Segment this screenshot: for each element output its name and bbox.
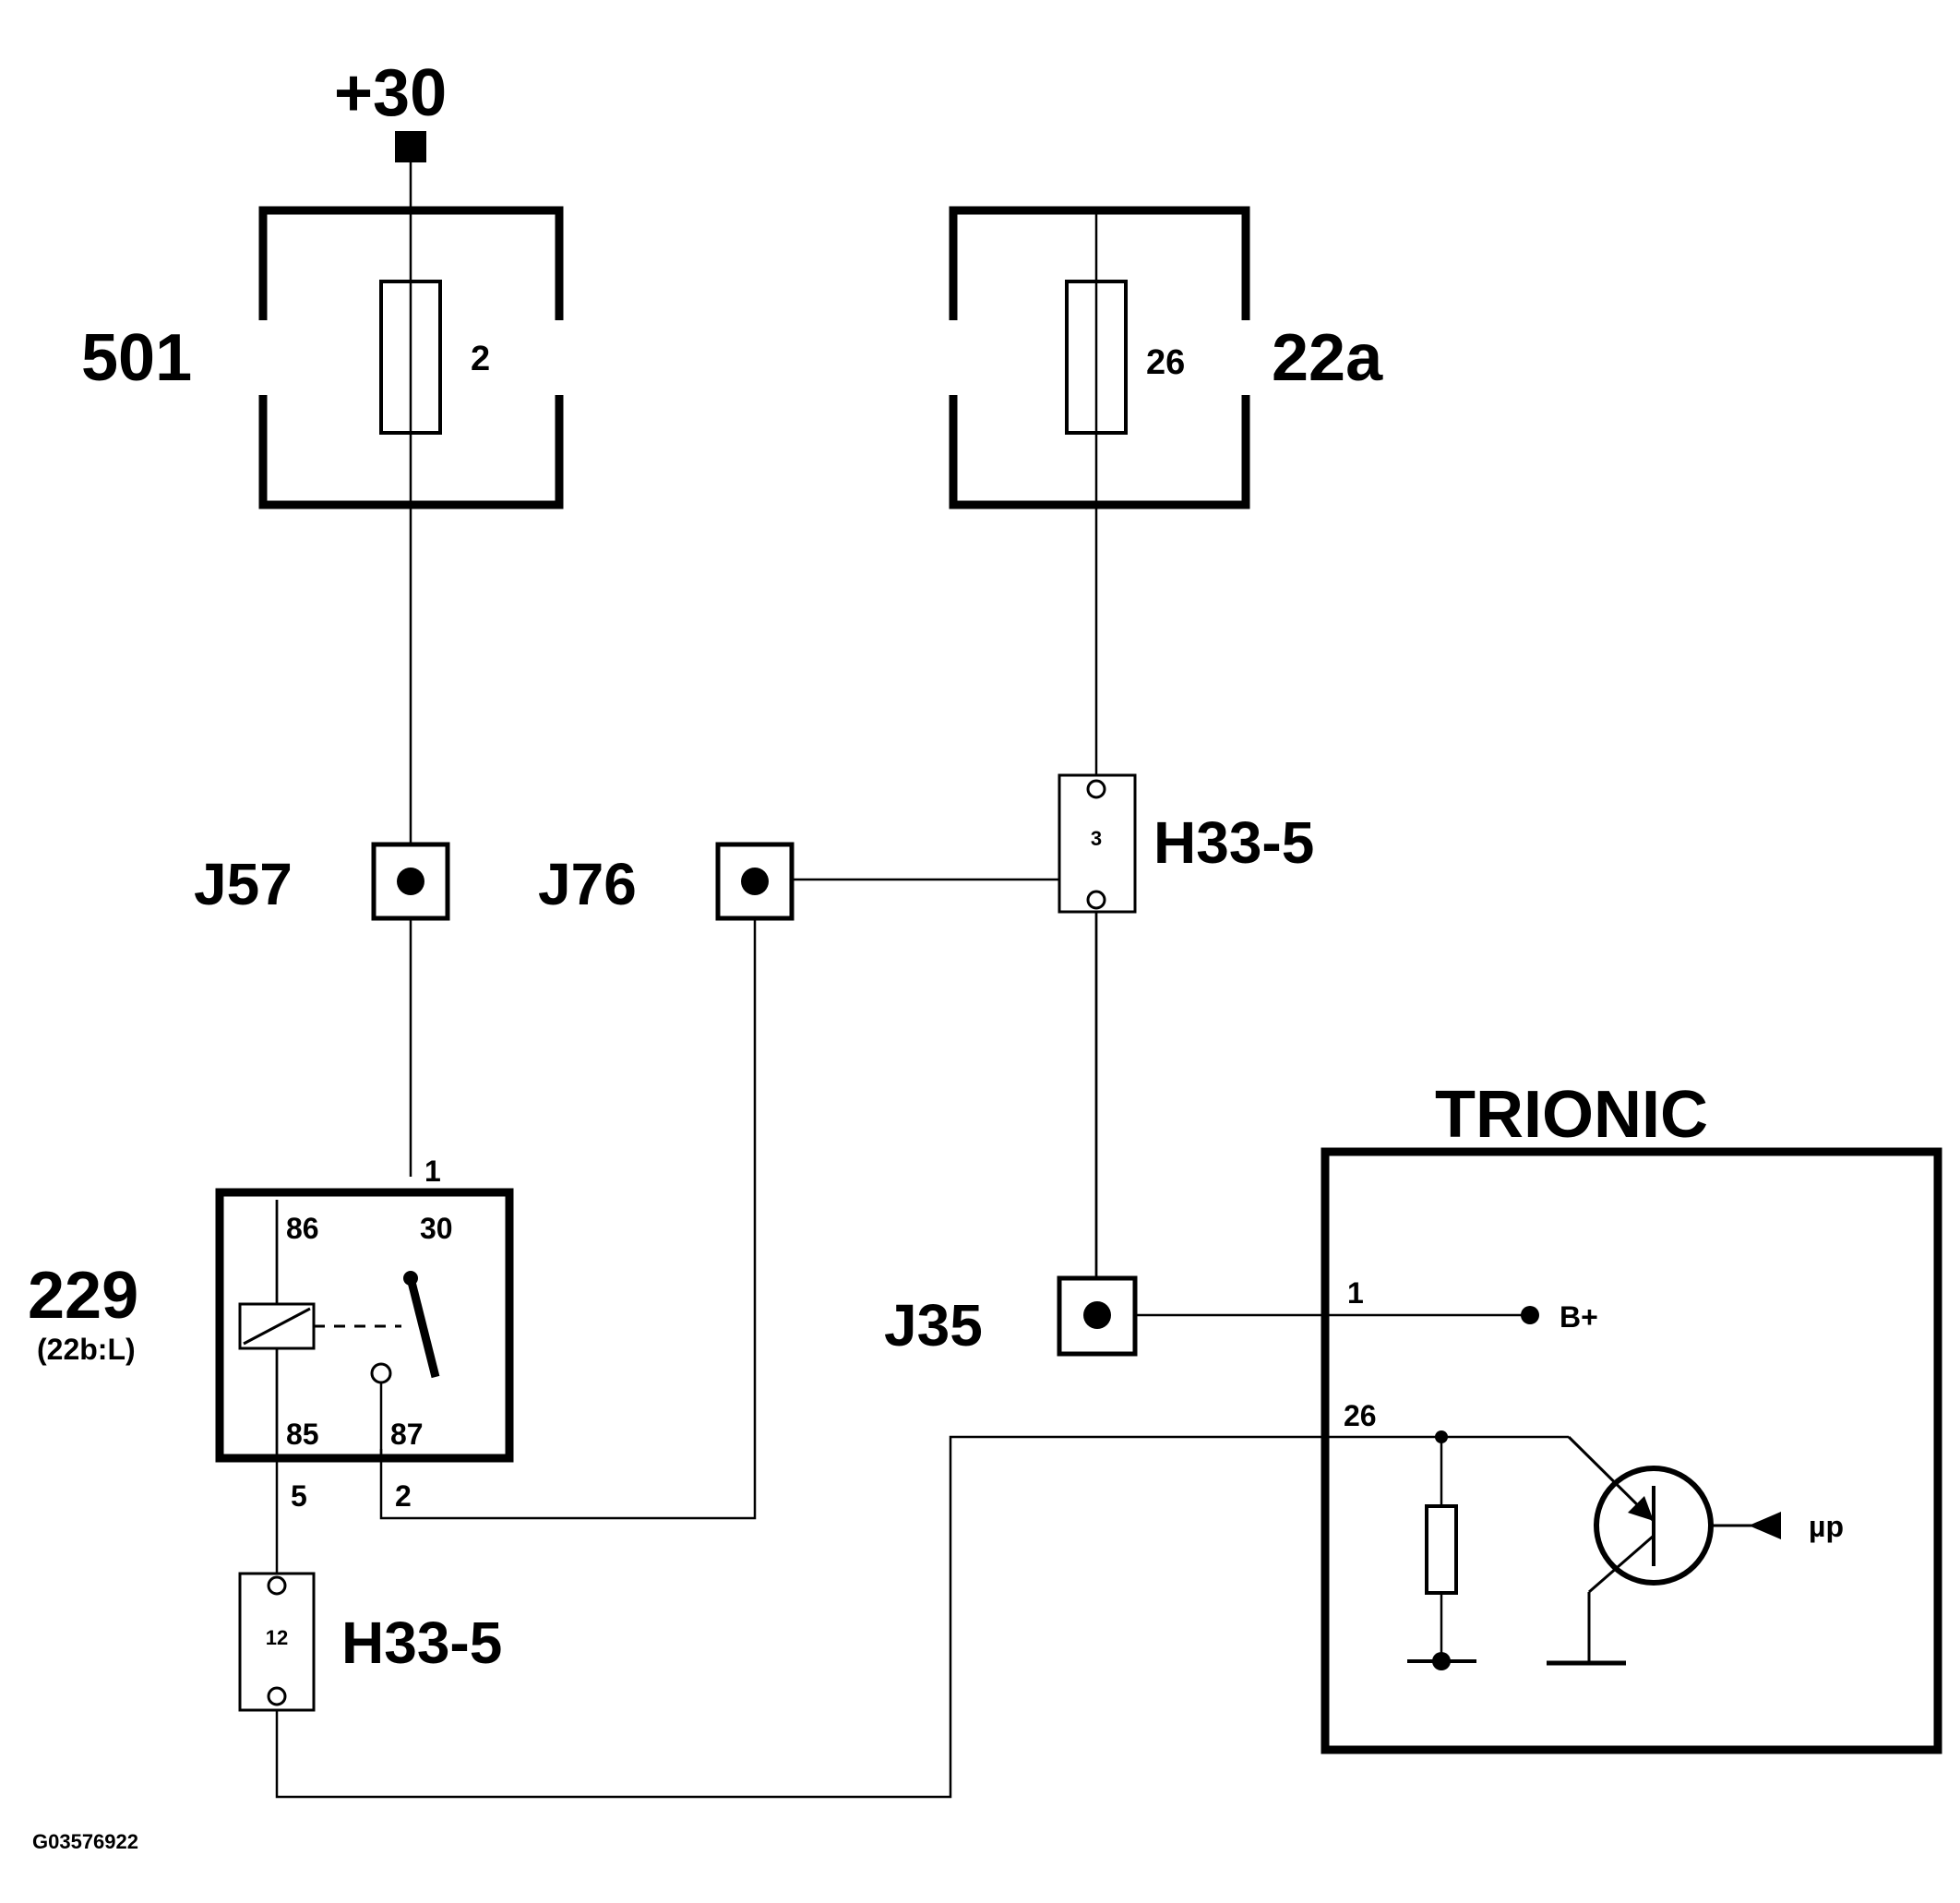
connector-h33-5-upper xyxy=(1058,773,1137,914)
relay-term-86: 86 xyxy=(286,1212,319,1245)
connector-h33-5-lower xyxy=(238,1572,316,1712)
ecu-mu-p-label: µp xyxy=(1809,1510,1844,1543)
fuse-box-22a-label: 22a xyxy=(1272,321,1383,395)
relay-term-30: 30 xyxy=(420,1212,453,1245)
wire-connector-to-ecu26 xyxy=(275,1435,1435,1799)
junction-j35-label: J35 xyxy=(884,1292,983,1358)
fuse-box-501-label: 501 xyxy=(81,321,192,395)
input-arrow-icon xyxy=(1749,1512,1781,1539)
fuse-box-22a xyxy=(949,206,1250,775)
connector-upper-pin: 3 xyxy=(1091,827,1102,850)
supply-label: +30 xyxy=(334,56,447,130)
relay-229-label: 229 xyxy=(28,1259,138,1333)
bplus-node xyxy=(1521,1306,1539,1324)
fuse-2-label: 2 xyxy=(471,340,490,378)
wire-relay87-to-fuse26 xyxy=(379,878,1098,1520)
connector-upper-label: H33-5 xyxy=(1153,809,1314,876)
fuse-26-label: 26 xyxy=(1146,343,1185,382)
junction-j76 xyxy=(715,842,795,921)
relay-229 xyxy=(215,1188,514,1463)
connector-lower-label: H33-5 xyxy=(341,1610,502,1676)
relay-term-87: 87 xyxy=(390,1418,424,1451)
ecu-pin-1: 1 xyxy=(1347,1276,1364,1310)
ecu-bplus-label: B+ xyxy=(1560,1300,1598,1334)
relay-229-subtitle: (22b:L) xyxy=(37,1333,136,1366)
figure-code: G03576922 xyxy=(32,1830,138,1853)
ecu-trionic xyxy=(1321,1147,1942,1754)
junction-j35 xyxy=(1057,1275,1138,1357)
ecu-output-stage xyxy=(1407,1430,1781,1670)
junction-j57 xyxy=(371,842,450,921)
relay-pin-1: 1 xyxy=(424,1155,441,1188)
connector-lower-pin: 12 xyxy=(266,1626,288,1649)
relay-pin-2: 2 xyxy=(395,1479,412,1513)
junction-j57-label: J57 xyxy=(194,851,293,917)
junction-j76-label: J76 xyxy=(538,851,637,917)
ecu-title: TRIONIC xyxy=(1435,1078,1708,1152)
fuse-box-501 xyxy=(258,206,564,509)
relay-term-85: 85 xyxy=(286,1418,319,1451)
ecu-pin-26: 26 xyxy=(1344,1399,1377,1432)
supply-terminal xyxy=(395,131,426,162)
relay-pin-5: 5 xyxy=(291,1479,307,1513)
wires xyxy=(275,162,1522,1799)
pulldown-resistor xyxy=(1425,1504,1458,1595)
